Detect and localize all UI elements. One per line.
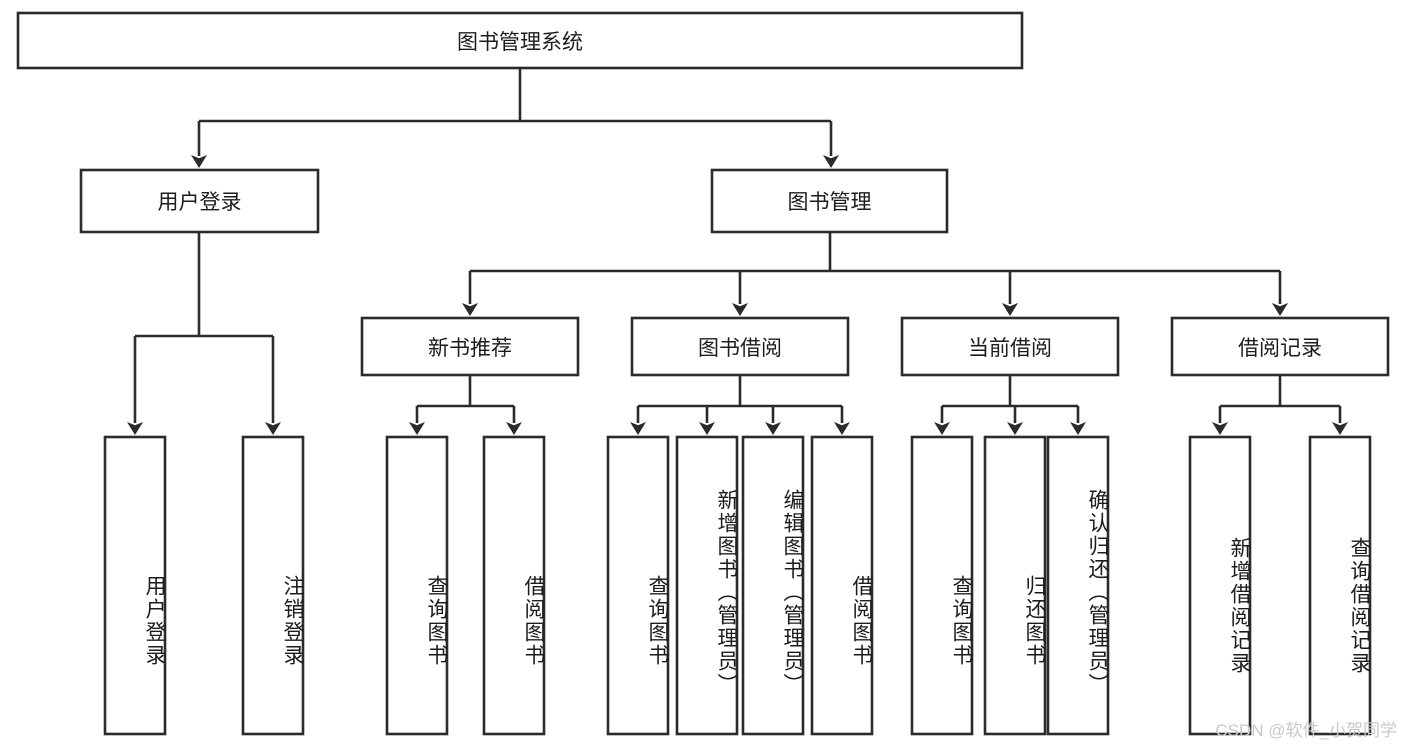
node-box-root[interactable] bbox=[16, 11, 1024, 70]
node-box-leaf-add-record[interactable] bbox=[1188, 435, 1252, 736]
node-box-leaf-borrow-book-1[interactable] bbox=[482, 435, 546, 736]
node-box-new-book-rec[interactable] bbox=[360, 316, 580, 377]
node-box-leaf-query-record[interactable] bbox=[1308, 435, 1372, 736]
node-label-book-borrow: 图书借阅 bbox=[698, 336, 782, 360]
node-label-borrow-record: 借阅记录 bbox=[1238, 336, 1322, 360]
node-label-user-login: 用户登录 bbox=[157, 191, 242, 214]
node-label-new-book-rec: 新书推荐 bbox=[428, 336, 512, 360]
node-label-root: 图书管理系统 bbox=[457, 30, 583, 54]
node-label-current-borrow: 当前借阅 bbox=[968, 336, 1052, 360]
node-box-leaf-borrow-book-2[interactable] bbox=[810, 435, 874, 736]
csdn-watermark: CSDN @软件_小贺同学 bbox=[1215, 721, 1397, 740]
node-box-leaf-query-book-2[interactable] bbox=[606, 435, 670, 736]
node-label-book-manage: 图书管理 bbox=[787, 191, 872, 214]
node-box-current-borrow[interactable] bbox=[900, 316, 1120, 377]
node-box-leaf-user-login[interactable] bbox=[103, 435, 167, 736]
node-box-leaf-user-logout[interactable] bbox=[241, 435, 305, 736]
node-box-leaf-edit-book[interactable] bbox=[741, 435, 805, 736]
node-box-leaf-return-book[interactable] bbox=[983, 435, 1047, 736]
node-box-leaf-query-book-1[interactable] bbox=[385, 435, 449, 736]
node-box-leaf-query-book-3[interactable] bbox=[910, 435, 974, 736]
node-box-user-login[interactable] bbox=[79, 168, 320, 234]
node-box-leaf-add-book[interactable] bbox=[675, 435, 739, 736]
node-box-leaf-confirm-return[interactable] bbox=[1046, 435, 1110, 736]
